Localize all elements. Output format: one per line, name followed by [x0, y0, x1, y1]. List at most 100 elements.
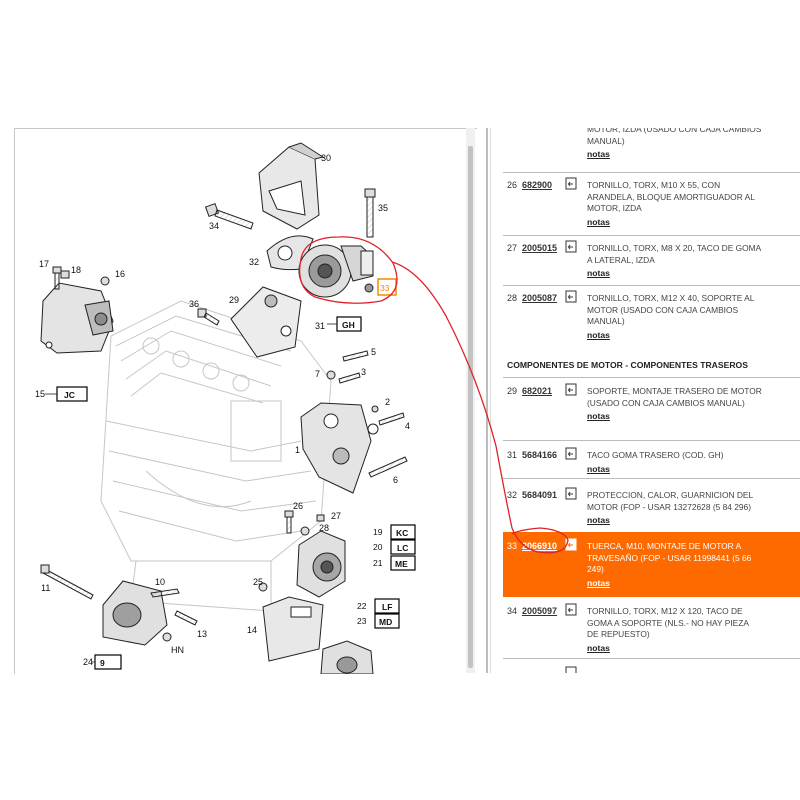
- part-code-link[interactable]: 2005097: [522, 606, 558, 616]
- part-code[interactable]: 5684091: [522, 490, 558, 500]
- callout-10: 10: [155, 577, 165, 587]
- item-description: MOTOR, IZDA (USADO CON CAJA CAMBIOS MANU…: [587, 128, 762, 146]
- item-number: 32: [507, 490, 518, 500]
- leader-lines: [45, 323, 337, 663]
- add-to-cart-icon[interactable]: [565, 290, 577, 303]
- add-to-cart-icon[interactable]: [565, 240, 577, 253]
- item-description: PROTECCION, CALOR, GUARNICION DEL MOTOR …: [587, 490, 753, 512]
- item-description: TORNILLO, TORX, M8 X 20, TACO DE GOMA A …: [587, 243, 761, 265]
- part-24-bracket: [258, 582, 324, 662]
- callout-16: 16: [115, 269, 125, 279]
- add-to-cart-icon[interactable]: [565, 603, 577, 616]
- notes-link[interactable]: notas: [587, 515, 610, 525]
- callout-33: 33: [380, 283, 390, 293]
- add-to-cart-icon[interactable]: [565, 447, 577, 460]
- callout-20: 20: [373, 542, 383, 552]
- callout-7: 7: [315, 369, 320, 379]
- part-code-link[interactable]: 2005015: [522, 243, 558, 253]
- part-code[interactable]: 5684166: [522, 450, 558, 460]
- notes-link[interactable]: notas: [587, 642, 610, 653]
- part-34-bolt: [204, 202, 254, 230]
- callout-32: 32: [249, 257, 259, 267]
- list-item: 26 682900 TORNILLO, TORX, M10 X 55, CON …: [503, 172, 800, 236]
- parts-26-28-hardware: [284, 510, 325, 536]
- parts-19-21-mount: [296, 530, 346, 598]
- exploded-diagram: 30 34 35 32 31 17 18 16 15 36 29 5 7 3 2…: [35, 142, 416, 674]
- notes-link[interactable]: notas: [587, 268, 610, 278]
- engine-block-drawing: [100, 300, 332, 612]
- callout-19: 19: [373, 527, 383, 537]
- callout-23: 23: [357, 616, 367, 626]
- callout-15: 15: [35, 389, 45, 399]
- part-code-link[interactable]: 682900: [522, 180, 553, 190]
- item-description: TORNILLO, TORX, M10 X 55, CON ARANDELA, …: [587, 180, 755, 213]
- callout-35: 35: [378, 203, 388, 213]
- notes-link[interactable]: notas: [587, 411, 610, 421]
- list-item-selected[interactable]: 33 2066910 TUERCA, M10, MONTAJE DE MOTOR…: [503, 532, 800, 597]
- notes-link[interactable]: notas: [587, 149, 610, 159]
- callout-27: 27: [331, 511, 341, 521]
- callout-17: 17: [39, 259, 49, 269]
- callout-6: 6: [393, 475, 398, 485]
- item-description: TUERCA, M10, MONTAJE DE MOTOR A TRAVESAÑ…: [587, 541, 752, 574]
- item-description: TORNILLO, TORX, M12 X 120, TACO DE GOMA …: [587, 606, 749, 639]
- callout-1: 1: [295, 445, 300, 455]
- viewer-scrollbar-thumb[interactable]: [468, 146, 473, 668]
- add-to-cart-icon[interactable]: [565, 538, 577, 551]
- add-to-cart-icon[interactable]: [565, 177, 577, 190]
- callout-29: 29: [229, 295, 239, 305]
- item-description: SOPORTE, MONTAJE TRASERO DE MOTOR (USADO…: [587, 386, 762, 408]
- callout-30: 30: [321, 153, 331, 163]
- add-to-cart-icon[interactable]: [565, 666, 577, 673]
- callout-2: 2: [385, 397, 390, 407]
- part-31-rubber-mount: [298, 244, 374, 298]
- code-box-ME: ME: [395, 559, 408, 569]
- callout-28: 28: [319, 523, 329, 533]
- add-to-cart-icon[interactable]: [565, 383, 577, 396]
- item-number: 34: [507, 606, 518, 616]
- list-item: 32 5684091 PROTECCION, CALOR, GUARNICION…: [503, 478, 800, 532]
- part-36-bolt: [197, 308, 220, 326]
- notes-link[interactable]: notas: [587, 463, 610, 474]
- callout-26: 26: [293, 501, 303, 511]
- section-heading: COMPONENTES DE MOTOR - COMPONENTES TRASE…: [507, 360, 748, 370]
- notes-link[interactable]: notas: [587, 216, 610, 227]
- list-item: MOTOR, IZDA (USADO CON CAJA CAMBIOS MANU…: [503, 128, 800, 173]
- callout-18: 18: [71, 265, 81, 275]
- part-code-link[interactable]: 2066910: [522, 541, 558, 551]
- item-number: 26: [507, 180, 518, 190]
- panel-splitter[interactable]: [486, 128, 488, 673]
- callout-31: 31: [315, 321, 325, 331]
- parts-16-17-18-hardware: [52, 266, 110, 290]
- callout-34: 34: [209, 221, 219, 231]
- callout-24: 14: [247, 625, 257, 635]
- callout-13: 13: [197, 629, 207, 639]
- part-code-link[interactable]: 682021: [522, 386, 553, 396]
- part-29-bracket: [230, 286, 302, 358]
- add-to-cart-icon[interactable]: [565, 487, 577, 500]
- diagram-viewer[interactable]: 30 34 35 32 31 17 18 16 15 36 29 5 7 3 2…: [14, 128, 477, 674]
- parts-list: MOTOR, IZDA (USADO CON CAJA CAMBIOS MANU…: [491, 128, 800, 673]
- code-box-GH: GH: [342, 320, 355, 330]
- callout-3: 3: [361, 367, 366, 377]
- callout-22: 22: [357, 601, 367, 611]
- parts-22-23-mount: [320, 640, 374, 674]
- notes-link[interactable]: notas: [587, 577, 610, 588]
- item-number: 33: [507, 541, 518, 551]
- part-30-bracket: [258, 142, 325, 230]
- part-1-rear-bracket: [300, 402, 372, 494]
- callout-11: 11: [41, 583, 50, 593]
- callout-4: 4: [405, 421, 410, 431]
- callout-9: 24: [83, 657, 93, 667]
- callout-5: 5: [371, 347, 376, 357]
- list-item: 29 682021 SOPORTE, MONTAJE TRASERO DE MO…: [503, 378, 800, 441]
- part-code-link[interactable]: 2005087: [522, 293, 558, 303]
- item-number: 27: [507, 243, 518, 253]
- callout-36: 36: [189, 299, 199, 309]
- notes-link[interactable]: notas: [587, 329, 610, 340]
- part-15-left-mount: [40, 282, 114, 354]
- item-number: 28: [507, 293, 518, 303]
- code-box-LF: LF: [382, 602, 392, 612]
- item-description: TACO GOMA TRASERO (COD. GH): [587, 450, 724, 460]
- list-item: 31 5684166 TACO GOMA TRASERO (COD. GH) n…: [503, 440, 800, 479]
